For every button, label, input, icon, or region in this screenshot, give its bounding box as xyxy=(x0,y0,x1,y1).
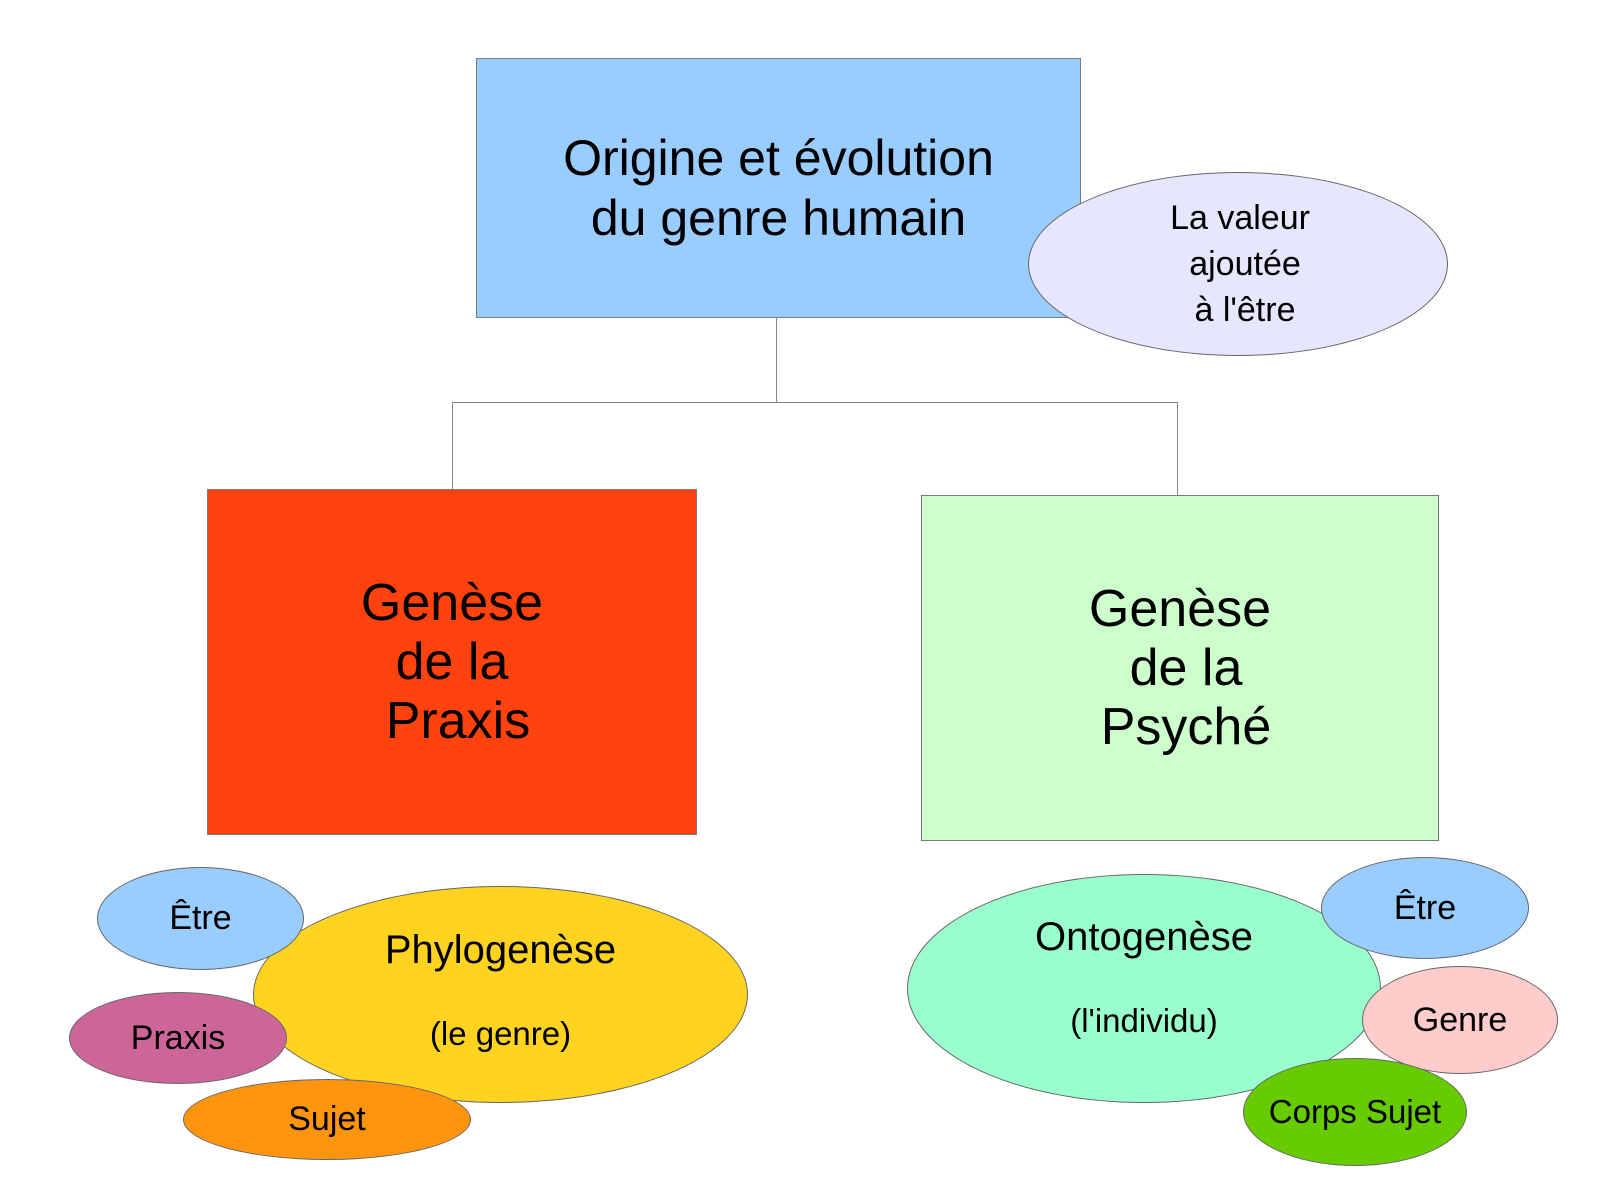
praxis-label: Praxis xyxy=(130,1018,226,1057)
praxis-genesis-box: Genèse de la Praxis xyxy=(207,489,697,835)
corps-sujet-label: Corps Sujet xyxy=(1268,1093,1442,1130)
phylogenesis-subtitle: (le genre) xyxy=(429,1015,572,1052)
connector-left-vertical xyxy=(452,402,453,489)
etre-label-right: Être xyxy=(1393,888,1457,927)
value-line-2: ajoutée xyxy=(1189,245,1301,283)
sujet-bubble: Sujet xyxy=(183,1079,471,1160)
origin-evolution-box: Origine et évolution du genre humain xyxy=(476,58,1081,318)
psyche-genesis-box: Genèse de la Psyché xyxy=(921,495,1439,841)
origin-title-line-2: du genre humain xyxy=(590,190,967,246)
praxis-line-3: Praxis xyxy=(385,691,531,750)
connector-top-vertical xyxy=(776,318,777,402)
connector-horizontal xyxy=(452,402,1178,403)
etre-label-left: Être xyxy=(169,899,232,937)
genre-bubble: Genre xyxy=(1362,966,1558,1074)
praxis-line-1: Genèse xyxy=(360,573,544,632)
psyche-line-1: Genèse xyxy=(1088,579,1272,638)
genre-label: Genre xyxy=(1412,1000,1508,1039)
phylogenesis-title: Phylogenèse xyxy=(384,928,617,972)
value-added-bubble: La valeur ajoutée à l'être xyxy=(1028,172,1448,356)
phylogenesis-ellipse: Phylogenèse (le genre) xyxy=(253,886,748,1103)
psyche-line-3: Psyché xyxy=(1100,697,1272,756)
value-line-3: à l'être xyxy=(1194,291,1296,329)
ontogenesis-title: Ontogenèse xyxy=(1035,915,1253,959)
value-line-1: La valeur xyxy=(1170,199,1310,237)
praxis-bubble: Praxis xyxy=(69,992,287,1084)
etre-bubble-left: Être xyxy=(97,867,304,970)
corps-sujet-bubble: Corps Sujet xyxy=(1243,1058,1467,1166)
sujet-label: Sujet xyxy=(288,1100,366,1138)
etre-bubble-right: Être xyxy=(1321,857,1529,959)
ontogenesis-subtitle: (l'individu) xyxy=(1070,1002,1218,1039)
psyche-line-2: de la xyxy=(1129,638,1243,697)
origin-title-line-1: Origine et évolution xyxy=(563,130,994,186)
connector-right-vertical xyxy=(1177,402,1178,495)
praxis-line-2: de la xyxy=(395,632,509,691)
ontogenesis-ellipse: Ontogenèse (l'individu) xyxy=(907,874,1381,1103)
